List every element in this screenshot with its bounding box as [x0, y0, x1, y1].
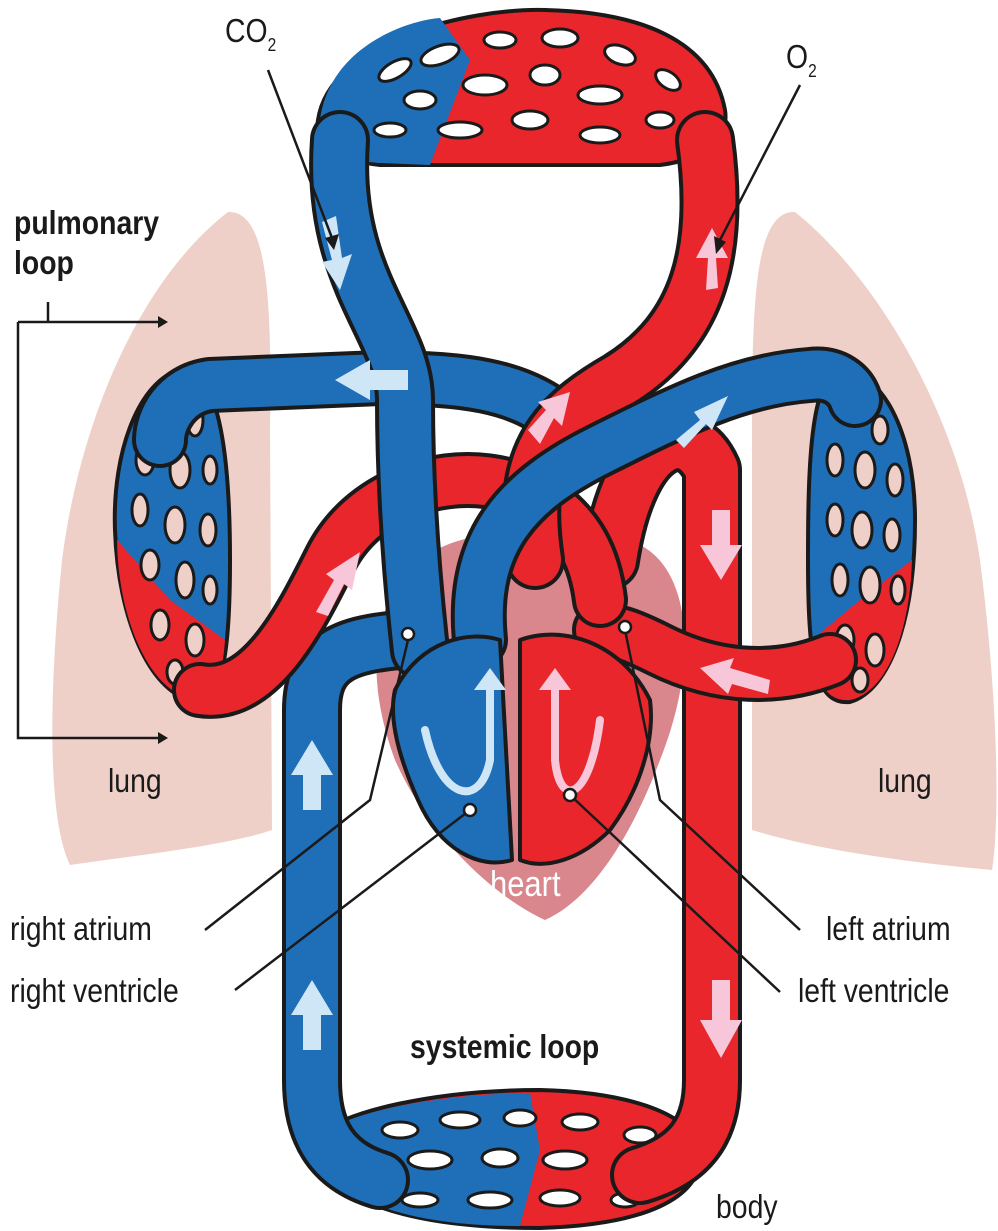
lung-right-label: lung	[878, 764, 932, 797]
body-label: body	[716, 1190, 778, 1223]
co2-label-main: CO	[225, 12, 268, 49]
left-atrium-marker	[619, 621, 631, 633]
pulmonary-loop-label-line2: loop	[14, 246, 74, 279]
left-atrium-label: left atrium	[826, 912, 951, 945]
right-ventricle-marker	[464, 804, 476, 816]
left-ventricle-label: left ventricle	[798, 974, 949, 1007]
left-ventricle-marker	[564, 789, 576, 801]
lung-left-label: lung	[108, 764, 162, 797]
leader-right-ventricle	[235, 810, 470, 990]
o2-label-subscript: 2	[808, 61, 817, 81]
right-ventricle-chamber	[393, 637, 512, 863]
o2-label-main: O	[786, 38, 808, 75]
co2-label: CO2	[225, 14, 276, 54]
right-atrium-label: right atrium	[10, 912, 152, 945]
pulmonary-loop-label-line1: pulmonary	[14, 206, 159, 239]
systemic-loop-label: systemic loop	[410, 1030, 599, 1063]
leader-left-ventricle	[570, 795, 780, 992]
left-ventricle-chamber	[520, 635, 651, 864]
co2-label-subscript: 2	[268, 35, 277, 55]
right-atrium-marker	[402, 628, 414, 640]
o2-label: O2	[786, 40, 817, 80]
heart-label: heart	[490, 866, 561, 902]
right-ventricle-label: right ventricle	[10, 974, 179, 1007]
